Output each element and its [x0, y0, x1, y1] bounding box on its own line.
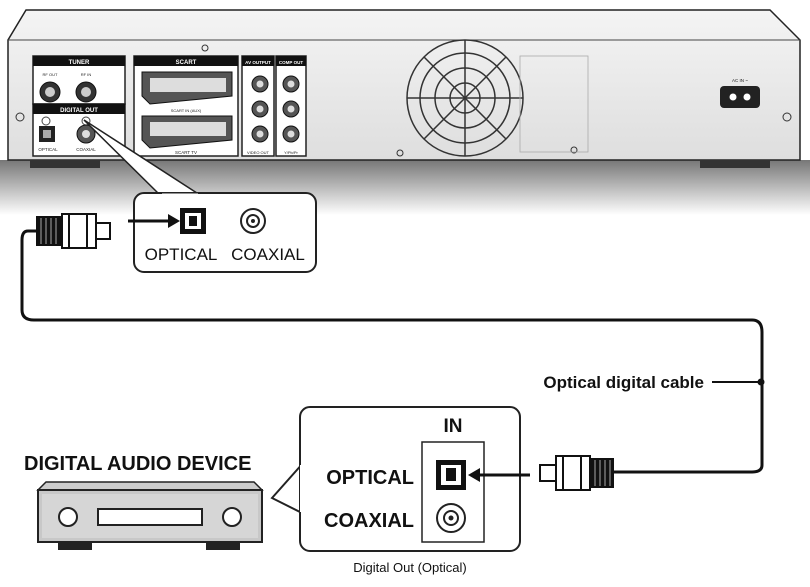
digital-out-header: DIGITAL OUT: [60, 108, 98, 114]
av-output-section: AV OUTPUT VIDEO OUT: [241, 55, 275, 157]
device-optical-label: OPTICAL: [326, 467, 414, 489]
device-in-label: IN: [444, 416, 463, 437]
comp-out-header: COMP OUT: [279, 60, 303, 65]
av-output-header: AV OUTPUT: [245, 60, 271, 65]
coaxial-label-zoom: COAXIAL: [231, 245, 305, 264]
player-shadow: [0, 160, 810, 215]
cable-plug-bottom: [539, 455, 614, 491]
player-body: [7, 9, 801, 161]
tuner-header: TUNER: [69, 60, 90, 66]
cooling-fan-grille: [406, 39, 524, 157]
player-zoom-panel: OPTICAL COAXIAL: [128, 192, 317, 273]
cable-plug-top: [36, 213, 111, 249]
device-title: DIGITAL AUDIO DEVICE: [24, 453, 251, 475]
tuner-section: TUNER RF OUT RF IN: [32, 55, 126, 105]
arrow-head-bottom: [468, 468, 480, 482]
device-display: [97, 508, 203, 526]
comp-out-section: COMP OUT Y/Pb/Pr: [275, 55, 307, 157]
optical-cable: [20, 229, 764, 474]
optical-label-small: OPTICAL: [38, 147, 58, 152]
scart-tv-label: SCART TV: [175, 150, 197, 155]
av-output-label: VIDEO OUT: [247, 150, 270, 155]
device-coaxial-label: COAXIAL: [324, 510, 414, 532]
digital-out-section: DIGITAL OUT OPTICAL COAXIAL: [32, 103, 126, 157]
scart-in-label: SCART IN (AUX): [171, 108, 202, 113]
arrow-head-top: [168, 214, 180, 228]
player-rear-panel: TUNER RF OUT RF IN DIGITAL OUT OPTICAL C…: [0, 9, 810, 215]
ac-in-socket: AC IN ~: [720, 78, 760, 108]
coaxial-label-small: COAXIAL: [76, 147, 96, 152]
cable-label: Optical digital cable: [543, 373, 704, 392]
device-knob-left: [58, 507, 78, 527]
scart-section: SCART SCART IN (AUX) SCART TV: [133, 55, 239, 157]
rf-in-label: RF IN: [81, 72, 92, 77]
comp-out-label: Y/Pb/Pr: [284, 150, 298, 155]
optical-label-zoom: OPTICAL: [145, 245, 218, 264]
device-caption: Digital Out (Optical): [353, 560, 466, 575]
rf-out-label: RF OUT: [43, 72, 58, 77]
cable-callout: Optical digital cable: [543, 373, 765, 392]
device-knob-right: [222, 507, 242, 527]
scart-header: SCART: [176, 60, 197, 66]
ac-in-label: AC IN ~: [732, 78, 748, 83]
device-zoom-panel: IN OPTICAL COAXIAL Digital Out (Optical): [299, 406, 530, 575]
digital-audio-device: DIGITAL AUDIO DEVICE: [24, 453, 264, 550]
